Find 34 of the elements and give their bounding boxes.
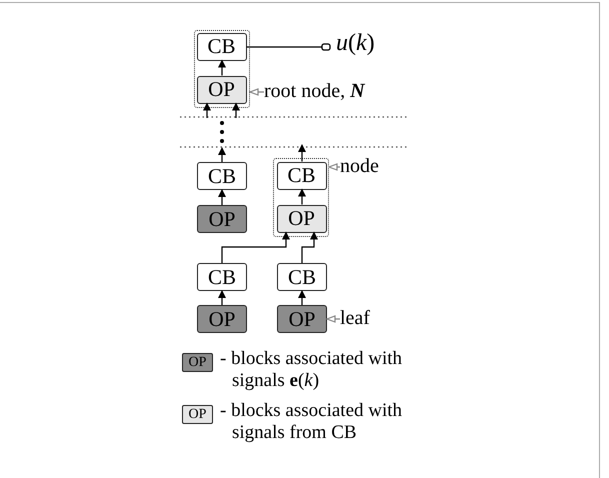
- arrow: [232, 102, 240, 118]
- arrow: [301, 232, 318, 263]
- arrow: [298, 188, 306, 204]
- cb-block: CB: [276, 162, 326, 190]
- cb-block: CB: [196, 32, 246, 60]
- leader-arrow: [328, 163, 340, 171]
- legend-text: - blocks associated with signals from CB: [220, 400, 404, 444]
- arrow: [298, 290, 306, 305]
- output-label: u(k): [330, 30, 390, 64]
- node-label: root node, N: [264, 80, 394, 104]
- node-label: node: [340, 155, 390, 179]
- dotted-group-box: [194, 30, 250, 108]
- arrow: [221, 232, 290, 263]
- legend-swatch: OP: [182, 353, 213, 372]
- leader-arrow: [326, 315, 340, 323]
- op-block: OP: [196, 76, 246, 104]
- arrow: [218, 189, 226, 205]
- node-label: leaf: [340, 307, 380, 331]
- arrow: [218, 147, 226, 162]
- op-block: OP: [197, 305, 247, 333]
- legend-swatch: OP: [182, 405, 213, 424]
- op-block: OP: [276, 204, 326, 232]
- op-block: OP: [197, 205, 247, 233]
- cb-block: CB: [197, 162, 247, 190]
- arrow: [218, 60, 226, 76]
- arrow: [203, 102, 211, 118]
- legend-text: - blocks associated with signals e(k): [220, 348, 404, 392]
- arrow: [218, 290, 226, 305]
- cb-block: CB: [197, 263, 247, 291]
- arrow: [298, 144, 306, 162]
- dotted-group-box: [273, 158, 329, 237]
- op-block: OP: [277, 305, 327, 333]
- leader-arrow: [249, 88, 264, 96]
- cb-block: CB: [277, 263, 327, 291]
